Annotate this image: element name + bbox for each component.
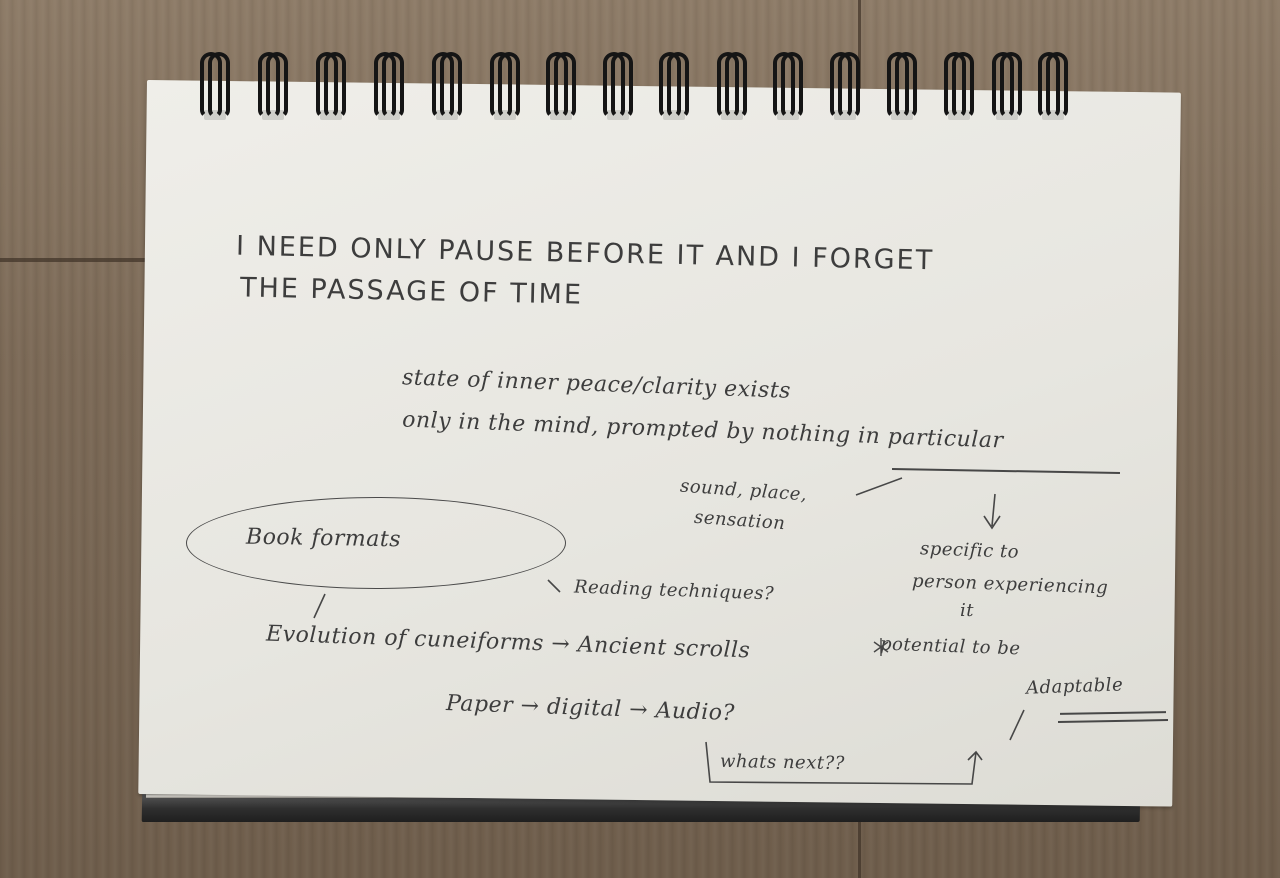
wood-plank-seam <box>0 258 150 262</box>
wood-plank-seam <box>858 800 861 878</box>
connector-stroke <box>855 477 903 496</box>
spiral-coil <box>603 48 633 126</box>
spiral-coil <box>546 48 576 126</box>
spiral-coil <box>1038 48 1068 126</box>
spiral-coil <box>944 48 974 126</box>
spiral-coil <box>887 48 917 126</box>
spiral-binding <box>200 48 1100 138</box>
spiral-coil <box>374 48 404 126</box>
spiral-coil <box>490 48 520 126</box>
spiral-coil <box>830 48 860 126</box>
spiral-coil <box>316 48 346 126</box>
connector-stroke <box>547 579 561 593</box>
down-arrow-icon <box>983 493 1001 530</box>
connector-stroke <box>1009 709 1025 741</box>
spiral-coil <box>200 48 230 126</box>
spiral-coil <box>773 48 803 126</box>
bracket-arrow-icon <box>705 741 983 785</box>
asterisk-icon <box>873 638 889 656</box>
connector-stroke <box>313 593 326 619</box>
note-it: it <box>960 600 974 621</box>
book-formats-oval <box>186 497 566 589</box>
spiral-coil <box>432 48 462 126</box>
spiral-coil <box>659 48 689 126</box>
spiral-coil <box>992 48 1022 126</box>
spiral-coil <box>717 48 747 126</box>
wood-plank-seam <box>858 0 861 90</box>
spiral-coil <box>258 48 288 126</box>
